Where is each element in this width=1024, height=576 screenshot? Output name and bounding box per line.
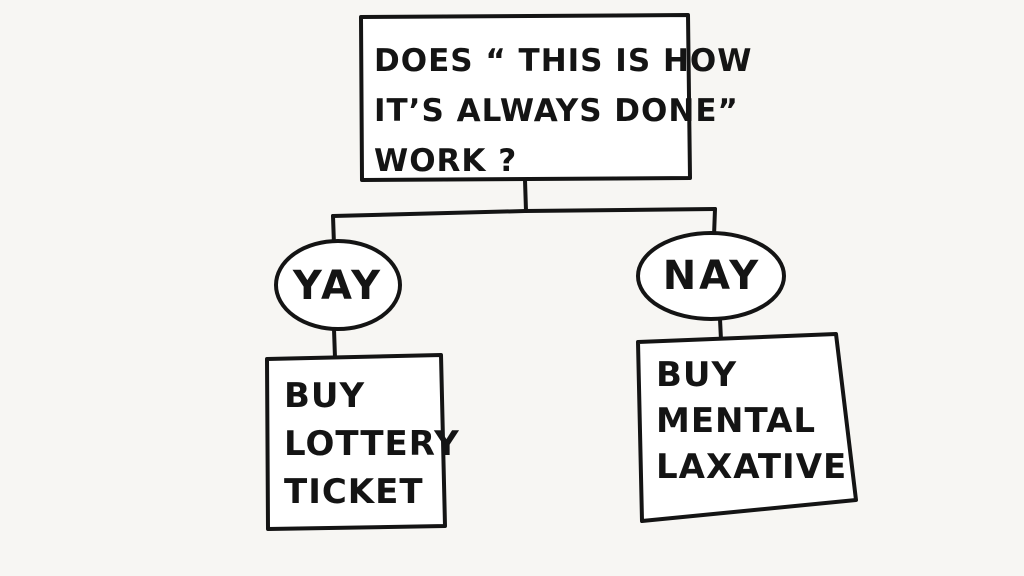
outcome-line: LOTTERY <box>284 424 460 464</box>
connector-nay-outcome <box>718 317 723 342</box>
connector-stem <box>523 178 528 213</box>
nay-oval <box>636 231 786 321</box>
question-box <box>359 13 692 182</box>
question-line: DOES “ THIS IS HOW <box>374 43 753 79</box>
yay-oval <box>274 239 402 331</box>
connector-yay-outcome <box>332 327 337 360</box>
yay-outcome-box <box>265 353 447 531</box>
question-text: DOES “ THIS IS HOW IT’S ALWAYS DONE” WOR… <box>374 36 753 186</box>
outcome-line: MENTAL <box>656 401 817 441</box>
outcome-line: LAXATIVE <box>656 447 848 487</box>
connector-crossbar <box>331 207 717 218</box>
nay-outcome-box <box>636 332 858 523</box>
yay-label: YAY <box>292 263 384 309</box>
nay-label: NAY <box>662 253 762 299</box>
question-line: WORK ? <box>374 143 518 179</box>
outcome-line: BUY <box>656 355 738 395</box>
nay-outcome-text: BUY MENTAL LAXATIVE <box>656 352 856 490</box>
outcome-line: TICKET <box>284 472 424 512</box>
yay-outcome-text: BUY LOTTERY TICKET <box>284 372 460 516</box>
question-line: IT’S ALWAYS DONE” <box>374 93 739 129</box>
outcome-line: BUY <box>284 376 366 416</box>
